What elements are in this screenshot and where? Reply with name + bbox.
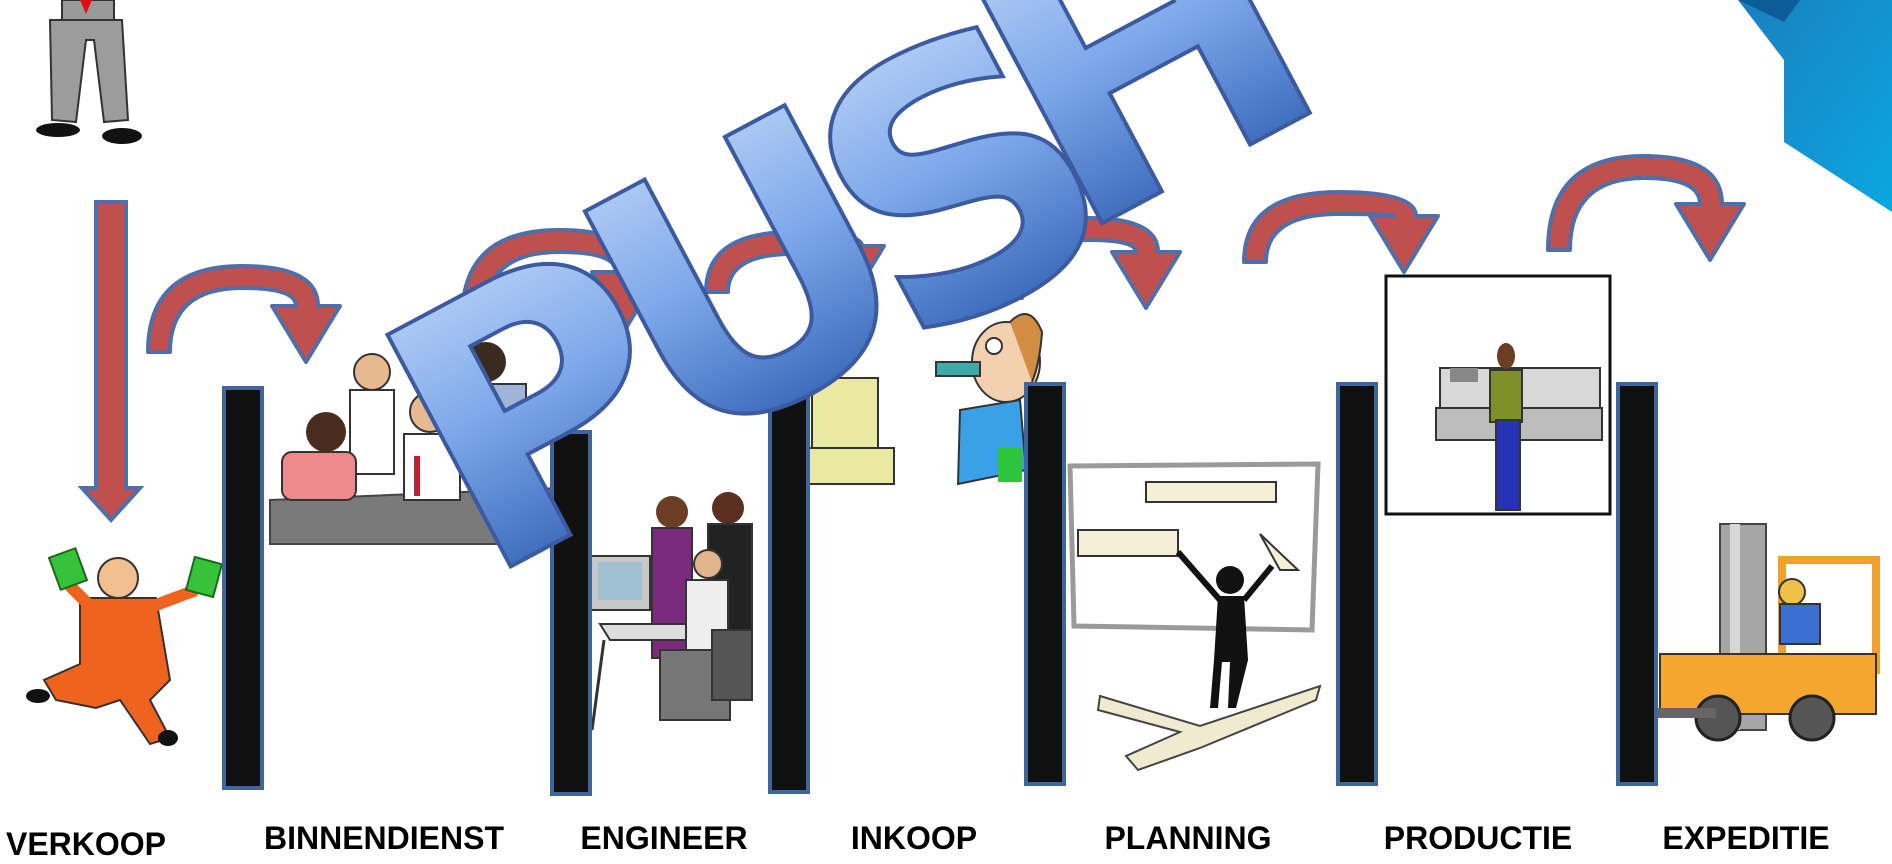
barrier-1 xyxy=(222,386,264,790)
barrier-5 xyxy=(1336,382,1378,786)
dept-label-inkoop: INKOOP xyxy=(850,820,978,856)
dept-label-expeditie: EXPEDITIE xyxy=(1662,820,1830,856)
curved-arrow-3 xyxy=(704,230,886,304)
down-arrow xyxy=(77,200,145,523)
curved-arrow-4 xyxy=(998,216,1182,310)
curved-arrow-6 xyxy=(1546,154,1746,262)
barrier-3 xyxy=(768,390,810,794)
engineers-at-computer-icon xyxy=(589,492,753,731)
curved-arrow-2 xyxy=(460,228,662,330)
barrier-2 xyxy=(550,430,592,796)
salesman-icon xyxy=(36,0,142,144)
purchaser-phone-icon xyxy=(807,313,1044,486)
department-barriers xyxy=(222,382,1658,796)
office-meeting-icon xyxy=(269,342,561,545)
curved-arrow-1 xyxy=(146,264,342,364)
dept-label-engineer: ENGINEER xyxy=(580,820,748,856)
dept-label-planning: PLANNING xyxy=(1104,820,1272,856)
corner-decoration xyxy=(1738,0,1892,212)
barrier-6 xyxy=(1616,382,1658,786)
dept-label-binnendienst: BINNENDIENST xyxy=(263,820,505,856)
curved-arrow-5 xyxy=(1242,190,1440,274)
barrier-4 xyxy=(1024,382,1066,786)
dept-label-verkoop: VERKOOP xyxy=(5,826,167,862)
flow-arrows xyxy=(146,154,1746,364)
planner-whiteboard-icon xyxy=(1067,461,1322,772)
forklift-icon xyxy=(1656,523,1880,742)
dept-label-productie: PRODUCTIE xyxy=(1383,820,1573,856)
money-man-icon xyxy=(26,546,224,746)
machine-operator-icon xyxy=(1384,274,1612,516)
